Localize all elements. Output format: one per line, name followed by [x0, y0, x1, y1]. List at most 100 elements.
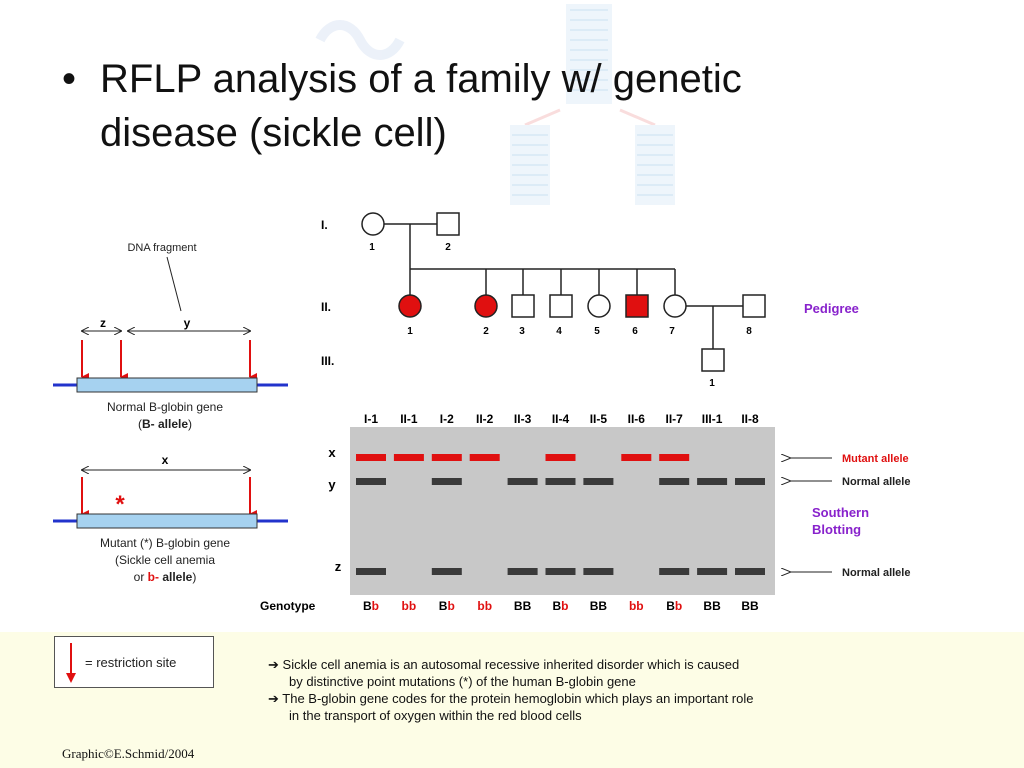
normal-band — [735, 478, 765, 485]
lane-label: II-4 — [552, 412, 570, 426]
genotype-value: Bb — [363, 599, 379, 613]
individual-number: 3 — [519, 326, 525, 337]
normal-band — [431, 478, 462, 485]
normal-allele-label: Normal allele — [842, 567, 910, 579]
genotype-value: Bb — [666, 599, 682, 613]
individual-number: 2 — [445, 242, 451, 253]
generation-label: III. — [321, 354, 334, 368]
notes: ➔ Sickle cell anemia is an autosomal rec… — [268, 656, 918, 724]
mutant-band — [356, 454, 386, 461]
individual-number: 2 — [483, 326, 489, 337]
lane-label: III-1 — [702, 412, 723, 426]
mutant-band — [659, 454, 690, 461]
dna-fragment-label: DNA fragment — [127, 242, 196, 254]
individual-III-1 — [701, 348, 725, 372]
legend-label: = restriction site — [85, 655, 177, 670]
mutant-band — [393, 454, 424, 461]
individual-I-1 — [361, 212, 385, 236]
generation-label: I. — [321, 218, 328, 232]
genotype-value: bb — [402, 599, 417, 613]
lane-label: I-2 — [440, 412, 454, 426]
lane-label: I-1 — [364, 412, 378, 426]
individual-II-7 — [663, 294, 687, 318]
lane-label: II-2 — [476, 412, 494, 426]
normal-band — [659, 568, 690, 575]
lane-label: II-8 — [741, 412, 759, 426]
generation-label: II. — [321, 300, 331, 314]
normal-gene-box — [76, 377, 258, 393]
pedigree-chart: I. II. III. 1 2 1 2 3 4 5 6 7 8 1 Pedigr… — [321, 212, 859, 389]
lane-label: II-7 — [666, 412, 684, 426]
individual-II-4 — [549, 294, 573, 318]
individual-number: 6 — [632, 326, 638, 337]
mutant-band — [545, 454, 576, 461]
genotype-value: Bb — [552, 599, 568, 613]
arrow-icon: ➔ — [268, 657, 279, 672]
lane-label: II-5 — [590, 412, 608, 426]
genotype-row: Bb bb Bb bb BB Bb BB bb Bb BB BB — [363, 599, 759, 613]
genotype-value: BB — [703, 599, 721, 613]
genotype-value: BB — [741, 599, 759, 613]
individual-II-2 — [474, 294, 498, 318]
normal-band — [507, 568, 538, 575]
restriction-site-arrow-icon — [66, 643, 76, 683]
individual-number: 4 — [556, 326, 562, 337]
genotype-value: Bb — [439, 599, 455, 613]
lane-labels: I-1 II-1 I-2 II-2 II-3 II-4 II-5 II-6 II-7 III-1 I… — [364, 412, 759, 426]
individual-number: 5 — [594, 326, 600, 337]
note-line: ➔ The B-globin gene codes for the protei… — [268, 691, 754, 706]
note-line: ➔ Sickle cell anemia is an autosomal rec… — [268, 657, 740, 672]
individual-II-3 — [511, 294, 535, 318]
normal-band — [431, 568, 462, 575]
normal-band — [545, 568, 576, 575]
lane-label: II-6 — [628, 412, 646, 426]
genotype-value: bb — [629, 599, 644, 613]
normal-band — [356, 478, 386, 485]
normal-band — [697, 568, 728, 575]
normal-allele-caption: (B- allele) — [138, 417, 192, 431]
genotype-value: BB — [514, 599, 532, 613]
individual-I-2 — [436, 212, 460, 236]
gel-bands — [356, 454, 765, 575]
normal-gene-caption: Normal B-globin gene — [107, 400, 223, 414]
legend-box: = restriction site — [54, 636, 214, 688]
normal-band — [356, 568, 386, 575]
individual-II-5 — [587, 294, 611, 318]
mutant-disease-caption: (Sickle cell anemia — [115, 553, 215, 567]
note-line: in the transport of oxygen within the re… — [289, 708, 582, 723]
arrow-icon: ➔ — [268, 691, 279, 706]
lane-label: II-1 — [400, 412, 418, 426]
note-line: by distinctive point mutations (*) of th… — [289, 674, 636, 689]
mutant-allele-label: Mutant allele — [842, 453, 909, 465]
individual-number: 7 — [669, 326, 675, 337]
individual-number: 1 — [369, 242, 375, 253]
normal-band — [659, 478, 690, 485]
southern-blot: I-1 II-1 I-2 II-2 II-3 II-4 II-5 II-6 II-7 III-1 I… — [260, 412, 910, 613]
individual-II-8 — [742, 294, 766, 318]
title-bullet: • — [62, 57, 77, 101]
x-label: x — [162, 453, 169, 467]
genotype-value: BB — [590, 599, 608, 613]
genotype-value: bb — [477, 599, 492, 613]
lane-label: II-3 — [514, 412, 532, 426]
normal-band — [583, 568, 614, 575]
normal-band — [507, 478, 538, 485]
mutation-marker: * — [115, 491, 125, 518]
band-row-label: z — [335, 559, 342, 574]
band-row-label: x — [328, 445, 336, 460]
individual-II-1 — [398, 294, 422, 318]
normal-band — [735, 568, 765, 575]
dna-watermark-graphic — [315, 4, 675, 205]
mutant-band — [469, 454, 500, 461]
mutant-gene-box — [76, 513, 258, 529]
band-row-label: y — [328, 477, 336, 492]
genotype-label: Genotype — [260, 599, 316, 613]
gene-diagram: DNA fragment z y Normal B-globin gene (B… — [53, 242, 288, 584]
pedigree-label: Pedigree — [804, 301, 859, 316]
mutant-band — [621, 454, 652, 461]
normal-allele-label: Normal allele — [842, 476, 910, 488]
individual-number: 8 — [746, 326, 752, 337]
mutant-band — [431, 454, 462, 461]
blot-title: Blotting — [812, 522, 861, 537]
y-label: y — [184, 316, 191, 330]
